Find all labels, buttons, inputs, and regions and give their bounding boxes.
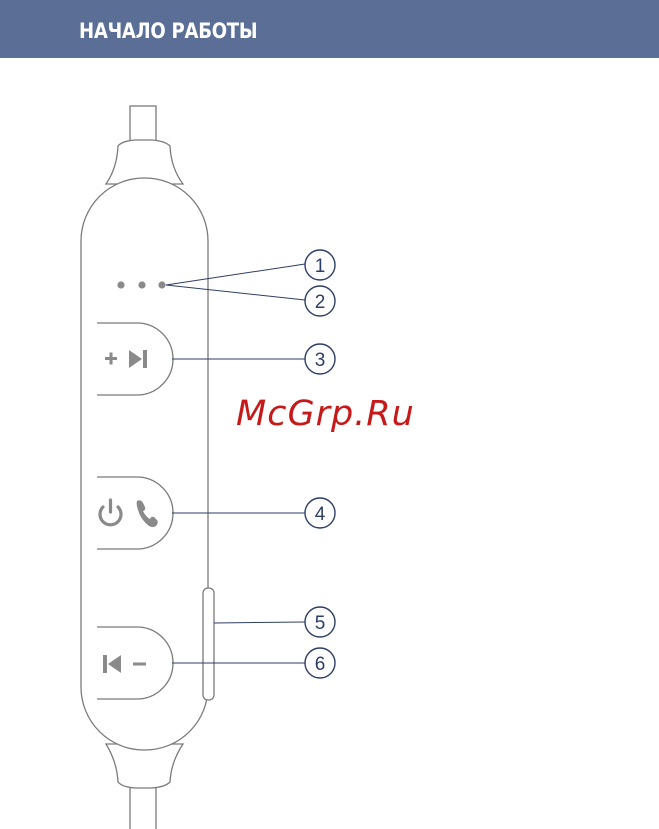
callout-number: 2 (315, 292, 326, 313)
power-call-button (97, 477, 173, 549)
indicator-led (138, 281, 145, 288)
callout-number: 6 (315, 654, 326, 675)
watermark: McGrp.Ru (236, 392, 415, 436)
callout-number: 1 (315, 256, 326, 277)
side-switch (203, 588, 214, 700)
indicator-led (158, 281, 165, 288)
bottom-cable (130, 786, 156, 829)
leader-line-5 (214, 622, 305, 623)
callout-number: 4 (315, 504, 326, 525)
minus-icon (133, 663, 146, 666)
callout-number: 5 (315, 613, 326, 634)
indicator-led (117, 281, 124, 288)
callout-number: 3 (315, 350, 326, 371)
